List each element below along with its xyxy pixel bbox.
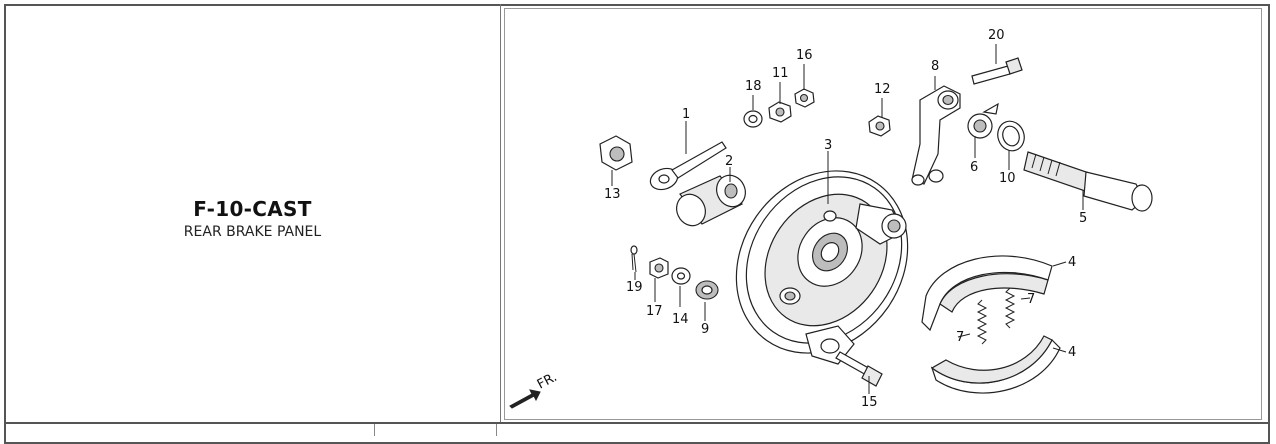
washer-part-18 [743,110,763,128]
callout-13: 13 [604,187,621,202]
callout-19: 19 [626,280,643,295]
spacer-part-2 [676,174,746,227]
nut-part-13 [599,135,633,171]
table-next-row-cell-1 [4,424,375,436]
callout-9: 9 [701,322,709,337]
callout-4-upper: 4 [1068,255,1076,270]
nut-part-17 [649,257,669,279]
callout-14: 14 [672,312,689,327]
callout-7-left: 7 [956,330,964,345]
callout-5: 5 [1079,211,1087,226]
part-name: REAR BRAKE PANEL [183,224,322,240]
callout-17: 17 [646,304,663,319]
callout-7-right: 7 [1027,292,1035,307]
washer-part-9 [695,280,719,300]
part-code: F-10-CAST [193,197,312,221]
front-direction-label: FR. [535,370,560,393]
brake-shoe-upper-part-4 [921,255,1053,332]
table-next-row-cell-2 [374,424,497,436]
callout-6: 6 [970,160,978,175]
callout-8: 8 [931,59,939,74]
callout-11: 11 [772,66,789,81]
bolt-part-15 [835,351,883,387]
spring-part-7-right [1004,287,1016,329]
exploded-parts-diagram: FR. 1 2 3 4 4 5 6 7 7 8 9 10 [509,28,1153,410]
nut-part-12 [868,115,891,137]
brake-cam-part-5 [1023,151,1153,212]
seal-part-10 [997,120,1025,152]
parts-table-frame [4,4,1270,444]
indicator-part-6 [967,102,999,139]
callout-1: 1 [682,107,690,122]
front-direction-arrow-icon [509,389,541,409]
spring-part-7-left [976,299,988,345]
callout-3: 3 [824,138,832,153]
rod-part-1 [649,141,727,191]
brake-arm-part-8 [911,85,961,186]
brake-shoe-lower-part-4 [930,335,1061,394]
callout-4-lower: 4 [1068,345,1076,360]
callout-2: 2 [725,154,733,169]
diagram-cell: FR. 1 2 3 4 4 5 6 7 7 8 9 10 [500,4,1266,424]
callout-15: 15 [861,395,878,410]
callout-16: 16 [796,48,813,63]
callout-12: 12 [874,82,891,97]
brake-panel-part [735,170,909,365]
callout-20: 20 [988,28,1005,43]
bolt-part-20 [971,57,1023,85]
table-next-row [4,422,1270,436]
cotter-pin-part-19 [630,245,638,273]
washer-part-14 [671,267,691,285]
diagram-border [504,8,1262,420]
nut-part-16 [794,88,815,108]
nut-part-11 [768,101,792,123]
callout-10: 10 [999,171,1016,186]
callout-18: 18 [745,79,762,94]
part-title-cell: F-10-CAST REAR BRAKE PANEL [4,4,501,424]
